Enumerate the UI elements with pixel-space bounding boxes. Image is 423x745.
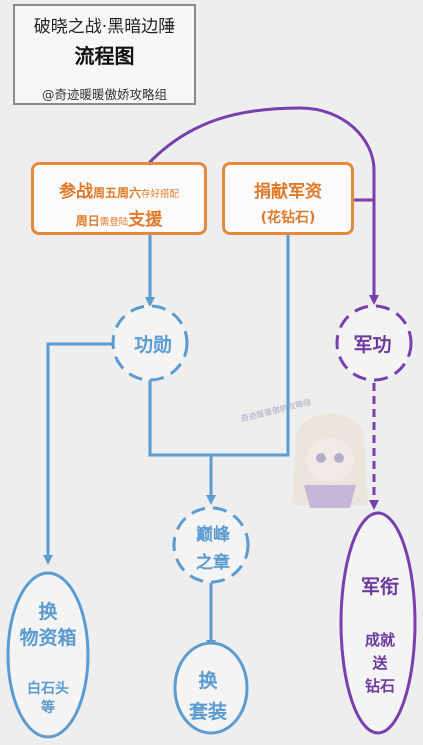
juanxian-sub: (花钻石)	[260, 210, 316, 226]
junxian-label-line1: 军衔	[360, 576, 399, 598]
canzhan-day2: 周日	[75, 214, 100, 228]
junxian-label-line3: 送	[372, 654, 388, 672]
diagram-subtitle: 流程图	[74, 44, 135, 68]
junxian-label-line4: 钻石	[364, 677, 395, 695]
canzhan-label: 参战	[58, 182, 93, 202]
dianfeng-label-line2: 之章	[196, 553, 230, 573]
dianfeng-label-line1: 巅峰	[196, 525, 230, 545]
junxian-label-line2: 成就	[364, 631, 395, 649]
credit-text: @奇迹暖暖傲娇攻略组	[41, 87, 167, 102]
dianfeng-node-ring	[172, 506, 250, 584]
connector-canzhan-to-jungong	[146, 106, 379, 305]
connector-gongxun-to-wuzi	[43, 342, 118, 565]
wuzi-label-line3: 白石头	[27, 681, 69, 697]
junxian-node-ring	[339, 511, 417, 735]
diagram-title: 破晓之战·黑暗边陲	[33, 17, 176, 37]
canzhan-support: 支援	[128, 210, 163, 230]
gongxun-label: 功勋	[133, 334, 172, 356]
taozhuang-label-line1: 换	[198, 670, 218, 692]
connector-juanxian-to-dianfeng	[211, 235, 290, 457]
title-box: 破晓之战·黑暗边陲 流程图 @奇迹暖暖傲娇攻略组	[13, 4, 196, 105]
canzhan-note: 存好搭配	[141, 189, 180, 200]
connector-gongxun-to-dianfeng	[148, 380, 216, 505]
jungong-label: 军功	[353, 334, 392, 356]
gongxun-node-ring	[111, 304, 189, 382]
canzhan-node: 参战周五周六存好搭配 周日需登陆支援	[31, 162, 207, 235]
canzhan-note2: 需登陆	[99, 217, 129, 228]
canzhan-days: 周五周六	[92, 186, 141, 200]
wuzi-node-ring	[6, 571, 90, 739]
taozhuang-node-ring	[173, 641, 249, 735]
juanxian-node: 捐献军资 (花钻石)	[222, 162, 354, 235]
wuzi-label-line4: 等	[41, 700, 55, 716]
wuzi-label-line1: 换	[38, 601, 58, 623]
wuzi-label-line2: 物资箱	[19, 627, 77, 649]
taozhuang-label-line2: 套装	[188, 701, 227, 723]
juanxian-label: 捐献军资	[254, 182, 322, 202]
chibi-character-illustration	[292, 413, 368, 508]
jungong-node-ring	[335, 304, 413, 382]
